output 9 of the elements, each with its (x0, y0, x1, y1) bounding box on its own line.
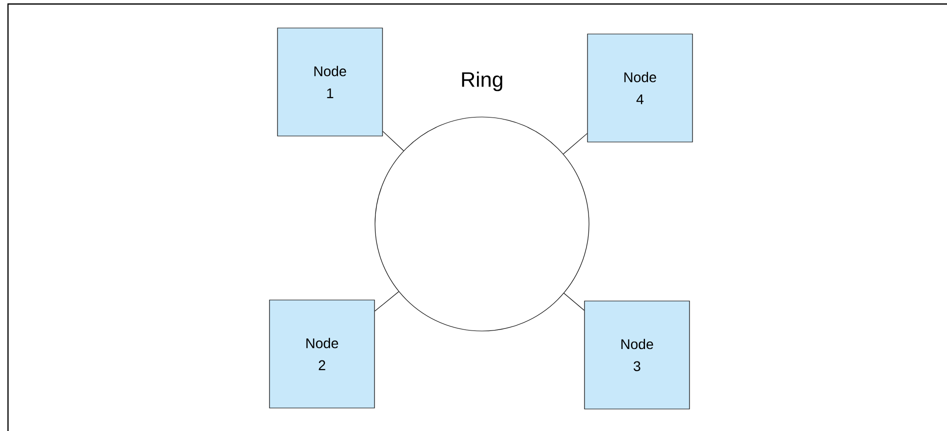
connector-line (382, 131, 404, 152)
node-box: Node 4 (587, 34, 693, 142)
node-box: Node 2 (269, 300, 375, 408)
connector-line (564, 292, 584, 311)
node-box: Node 1 (277, 28, 383, 136)
connector-line (374, 291, 400, 312)
connector-line (563, 133, 588, 154)
node-box: Node 3 (584, 300, 690, 410)
node-label: Ring (462, 72, 502, 92)
